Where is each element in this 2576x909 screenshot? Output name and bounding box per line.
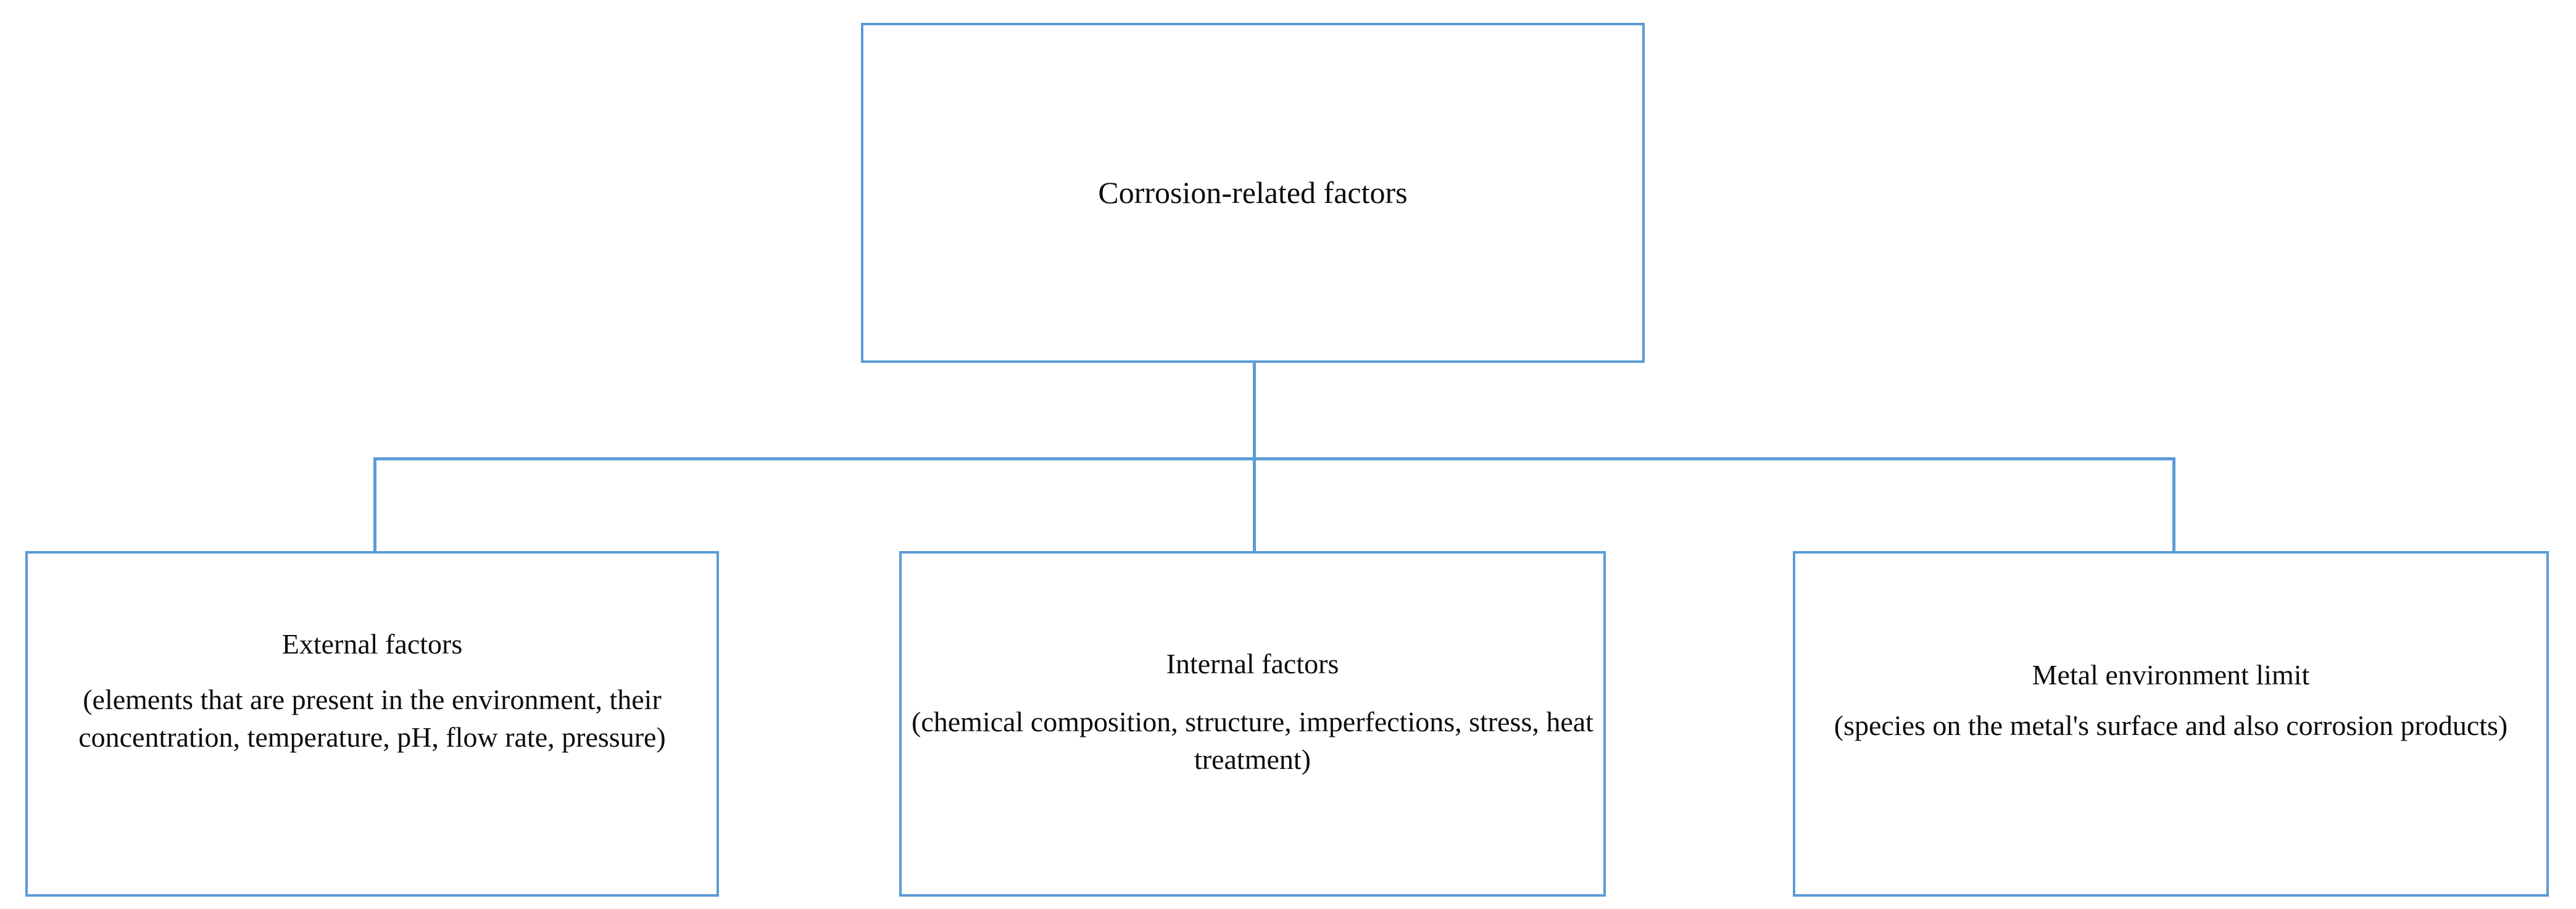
node-external-factors-subtitle: (elements that are present in the enviro… bbox=[78, 683, 666, 753]
node-external-factors[interactable]: External factors (elements that are pres… bbox=[25, 551, 719, 897]
connector-drop-external-factors bbox=[373, 457, 376, 551]
node-root-title: Corrosion-related factors bbox=[1098, 175, 1408, 210]
node-external-factors-title: External factors bbox=[281, 628, 463, 660]
connector-root-stem bbox=[1253, 363, 1256, 460]
node-corrosion-related-factors[interactable]: Corrosion-related factors bbox=[861, 23, 1645, 363]
node-metal-environment-limit-subtitle: (species on the metal's surface and also… bbox=[1834, 709, 2508, 741]
node-metal-environment-limit-title: Metal environment limit bbox=[2032, 659, 2310, 691]
node-internal-factors-title: Internal factors bbox=[1166, 648, 1339, 679]
node-internal-factors[interactable]: Internal factors (chemical composition, … bbox=[899, 551, 1606, 897]
connector-horizontal-bus bbox=[373, 457, 2175, 460]
connector-drop-metal-environment-limit bbox=[2172, 457, 2175, 551]
connector-drop-internal-factors bbox=[1253, 457, 1256, 551]
node-metal-environment-limit[interactable]: Metal environment limit (species on the … bbox=[1793, 551, 2549, 897]
node-internal-factors-subtitle: (chemical composition, structure, imperf… bbox=[912, 705, 1593, 776]
